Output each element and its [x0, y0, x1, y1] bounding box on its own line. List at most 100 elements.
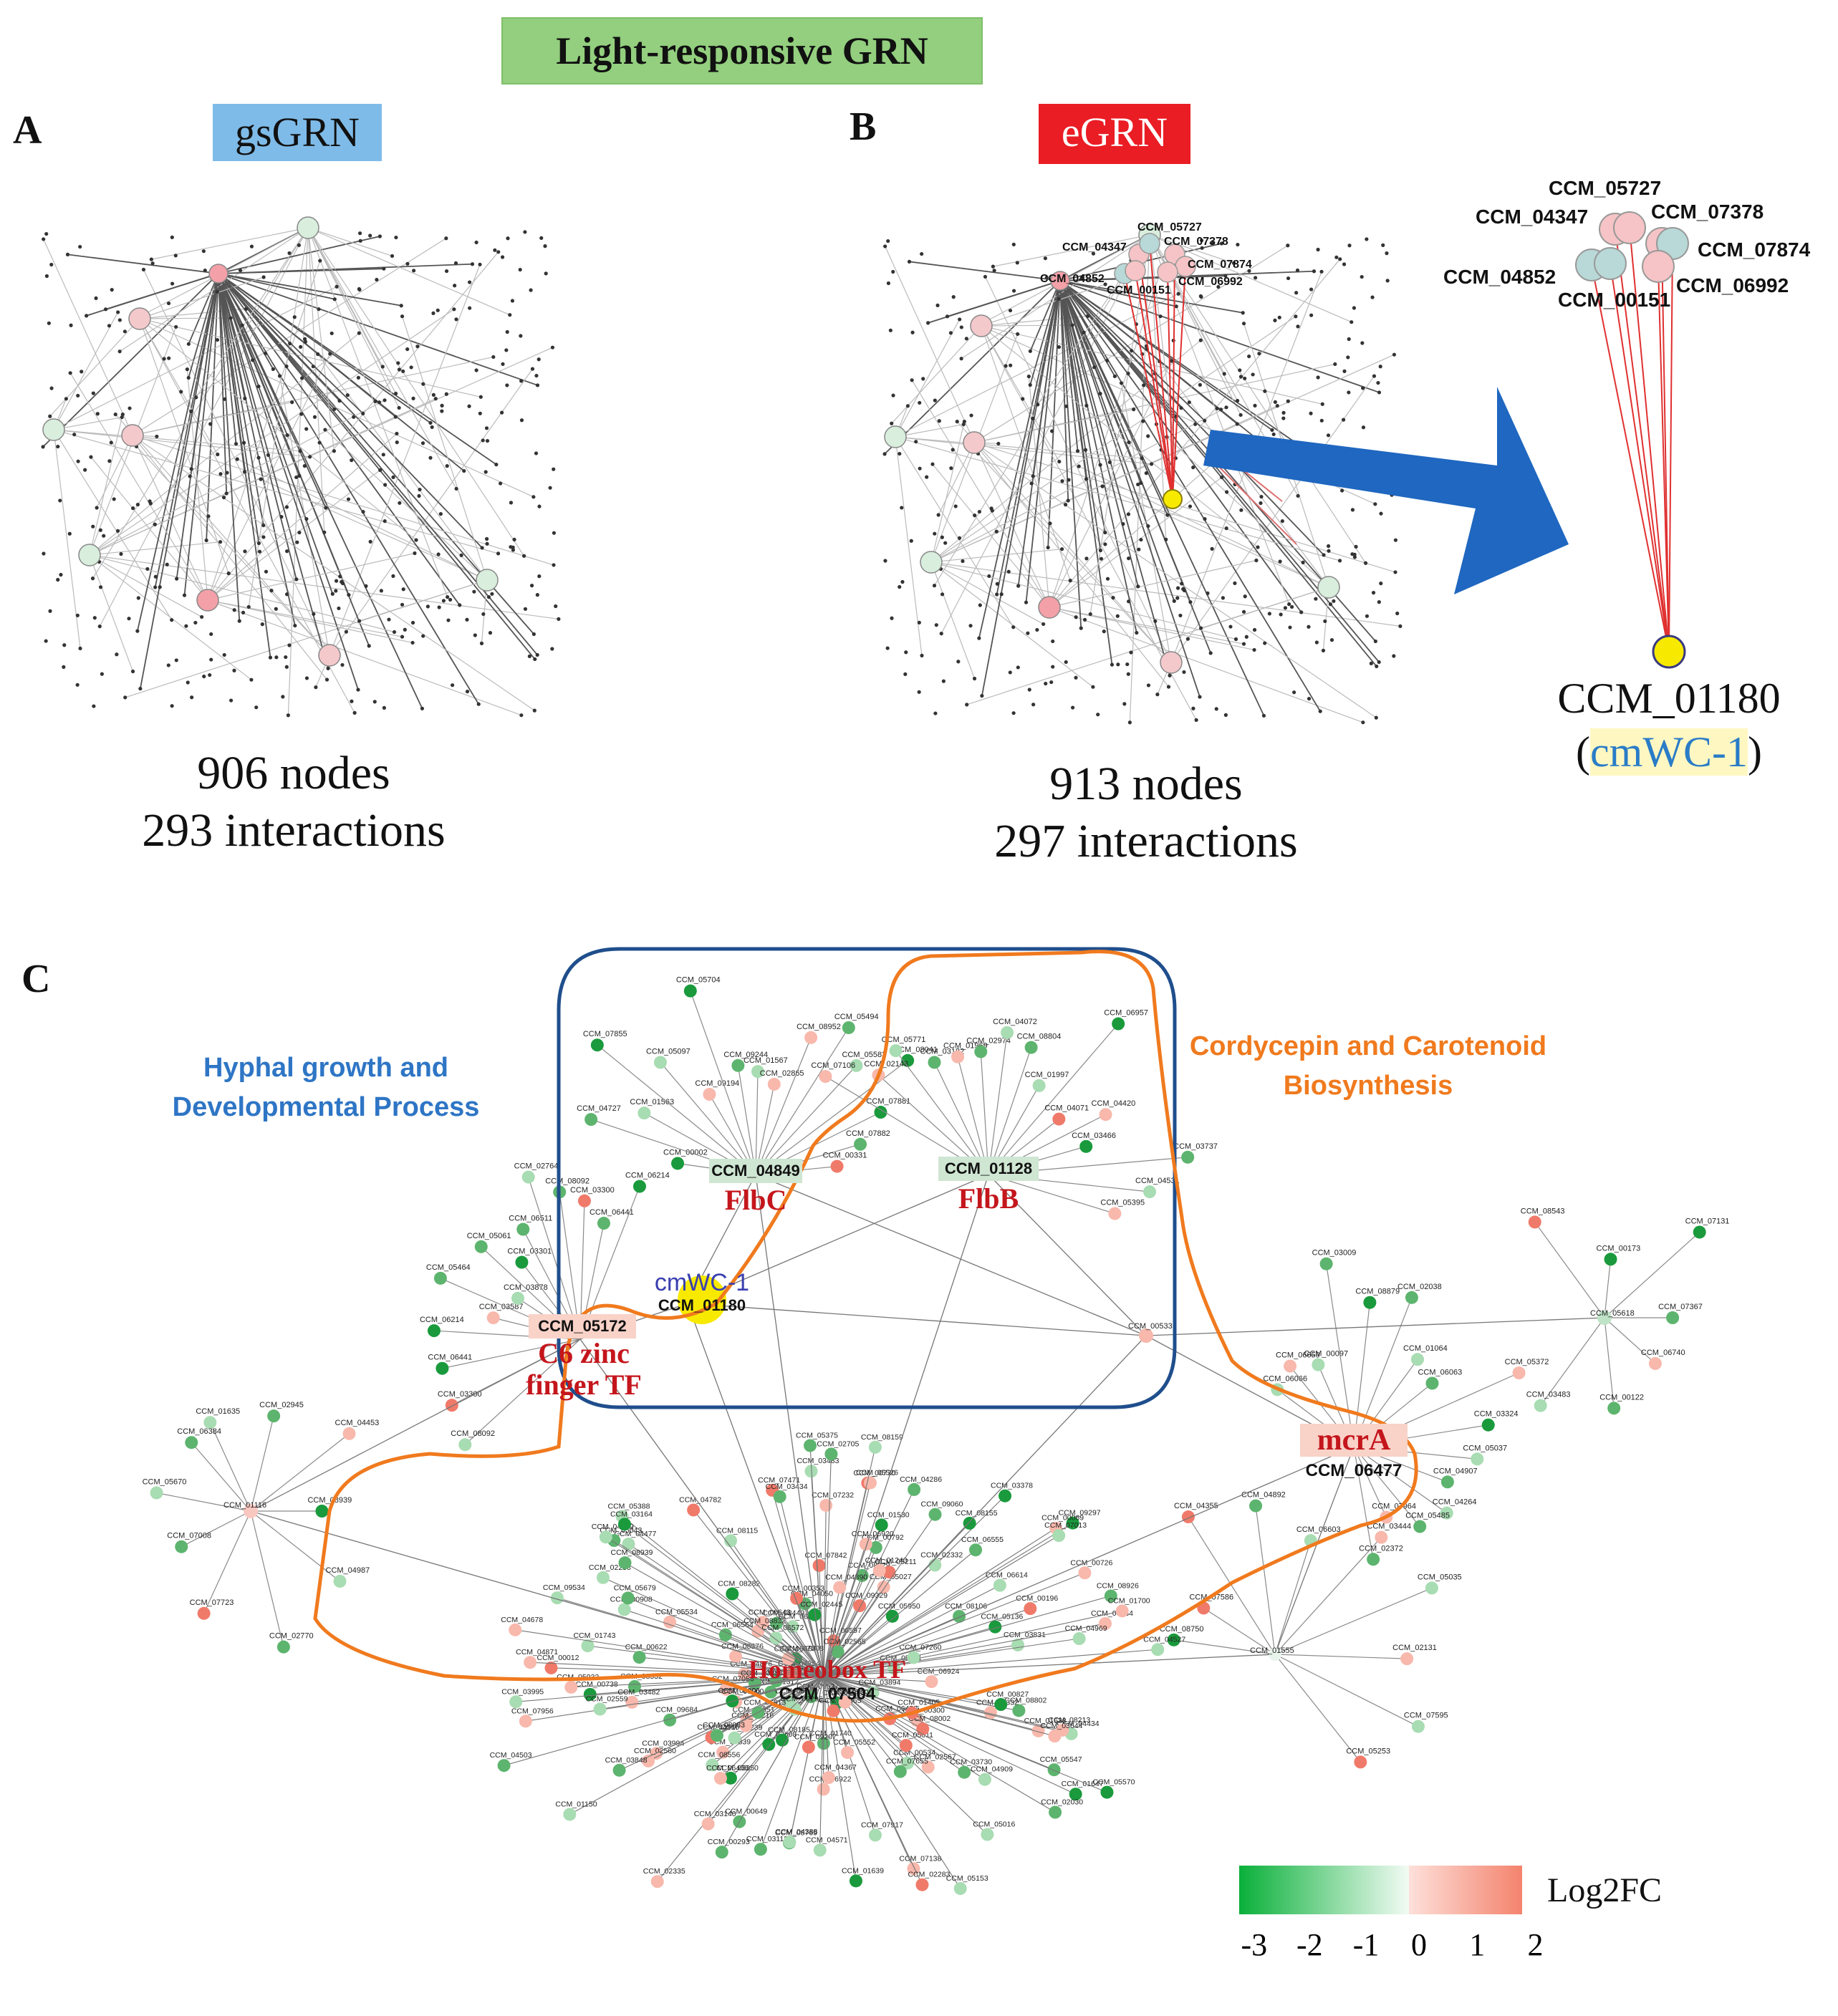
- edge: [1353, 1446, 1448, 1514]
- gene-label: CCM_05526: [856, 1469, 898, 1477]
- hub-edge: [988, 1174, 1147, 1336]
- hub-c6-id: CCM_05172: [529, 1314, 636, 1339]
- gene-node: [1072, 1632, 1086, 1646]
- edge: [89, 554, 202, 617]
- gene-node: [148, 501, 153, 506]
- edge: [1059, 280, 1182, 409]
- gene-node: [1194, 718, 1198, 722]
- gene-node: [521, 1170, 535, 1184]
- gene-node: [597, 1217, 610, 1230]
- gene-node: [548, 486, 552, 490]
- gene-node: [107, 459, 112, 463]
- gene-node: [552, 467, 556, 471]
- edge: [1059, 280, 1177, 307]
- gene-node: [1273, 400, 1277, 404]
- gene-node: [238, 268, 243, 273]
- gene-label: CCM_05016: [973, 1820, 1015, 1829]
- hub-edge: [755, 1174, 824, 1677]
- edge: [1534, 1222, 1605, 1318]
- edge: [1274, 1654, 1408, 1659]
- hub-node: [128, 307, 151, 330]
- gene-node: [1326, 433, 1331, 438]
- gene-node: [618, 1556, 632, 1570]
- gene-label: CCM_02283: [908, 1871, 950, 1879]
- edge: [823, 1675, 913, 1714]
- gene-node: [1198, 294, 1203, 299]
- gene-node: [900, 506, 904, 510]
- edge: [978, 280, 1061, 639]
- gene-node: [474, 240, 478, 245]
- edge: [781, 1675, 824, 1741]
- edge: [823, 1454, 832, 1677]
- gene-node: [504, 348, 509, 352]
- cluster-gene-label: CCM_06992: [1178, 276, 1243, 288]
- gene-node: [1440, 1506, 1453, 1520]
- gene-node: [337, 399, 342, 403]
- gene-node: [519, 1714, 532, 1728]
- cluster-gene-label: CCM_04347: [1062, 241, 1127, 254]
- gene-node: [200, 614, 204, 619]
- gene-node: [933, 711, 938, 715]
- edge: [605, 1536, 824, 1677]
- gene-label: CCM_05950: [878, 1602, 920, 1611]
- edge: [755, 1065, 857, 1175]
- gene-node: [294, 577, 299, 582]
- gene-label: CCM_06214: [625, 1172, 670, 1180]
- edge: [218, 273, 329, 669]
- zoom-target-node: [1652, 635, 1686, 669]
- hub-edge: [755, 1174, 1147, 1336]
- hub-c6-name-line2: finger TF: [526, 1369, 642, 1401]
- edge: [981, 324, 1073, 327]
- gene-label: CCM_06063: [1418, 1368, 1462, 1376]
- edge: [139, 318, 417, 541]
- gene-node: [515, 1255, 529, 1269]
- gene-node: [1327, 549, 1331, 553]
- gene-node: [1046, 545, 1050, 550]
- gene-node: [1048, 521, 1052, 526]
- gene-node: [167, 356, 171, 360]
- gene-node: [1079, 275, 1084, 280]
- gene-node: [1026, 631, 1030, 635]
- gene-node: [44, 639, 48, 643]
- gene-label: CCM_01405: [898, 1699, 940, 1707]
- gene-node: [529, 288, 533, 292]
- gene-node: [958, 317, 962, 322]
- gene-node: [324, 677, 329, 682]
- gene-node: [1440, 1475, 1454, 1489]
- gene-node: [1267, 612, 1271, 616]
- edge: [571, 1675, 824, 1688]
- gene-node: [445, 1399, 458, 1412]
- gene-node: [297, 530, 302, 535]
- gene-node: [405, 261, 410, 266]
- edge: [755, 1037, 812, 1175]
- gene-label: CCM_03878: [504, 1283, 548, 1292]
- gene-label: CCM_00827: [986, 1690, 1029, 1699]
- gene-label: CCM_08213: [1048, 1716, 1090, 1725]
- hub-edge: [250, 1510, 824, 1677]
- gene-label: CCM_04527: [1143, 1635, 1185, 1644]
- gene-node: [232, 608, 236, 612]
- gene-node: [123, 695, 127, 700]
- gene-node: [1215, 406, 1219, 410]
- edge: [624, 1523, 824, 1677]
- gene-label: CCM_02038: [1397, 1283, 1442, 1291]
- gene-node: [917, 620, 921, 624]
- gene-node: [89, 455, 93, 459]
- edge: [930, 316, 1296, 563]
- gene-node: [1084, 477, 1089, 481]
- gene-node: [1337, 559, 1342, 563]
- gene-node: [42, 551, 46, 556]
- gene-node: [182, 593, 187, 597]
- edge: [43, 238, 208, 601]
- gene-label: CCM_03300: [570, 1186, 615, 1195]
- gene-node: [254, 705, 259, 710]
- edge: [218, 273, 431, 424]
- gene-node: [324, 506, 328, 510]
- gene-node: [552, 531, 557, 535]
- module-label-hyphal-line2: Developmental Process: [172, 1092, 480, 1122]
- gene-node: [1238, 368, 1242, 372]
- gene-label: CCM_02335: [643, 1867, 685, 1876]
- gene-label: CCM_07138: [899, 1854, 941, 1863]
- edge: [988, 1047, 1032, 1175]
- gene-node: [1168, 673, 1172, 677]
